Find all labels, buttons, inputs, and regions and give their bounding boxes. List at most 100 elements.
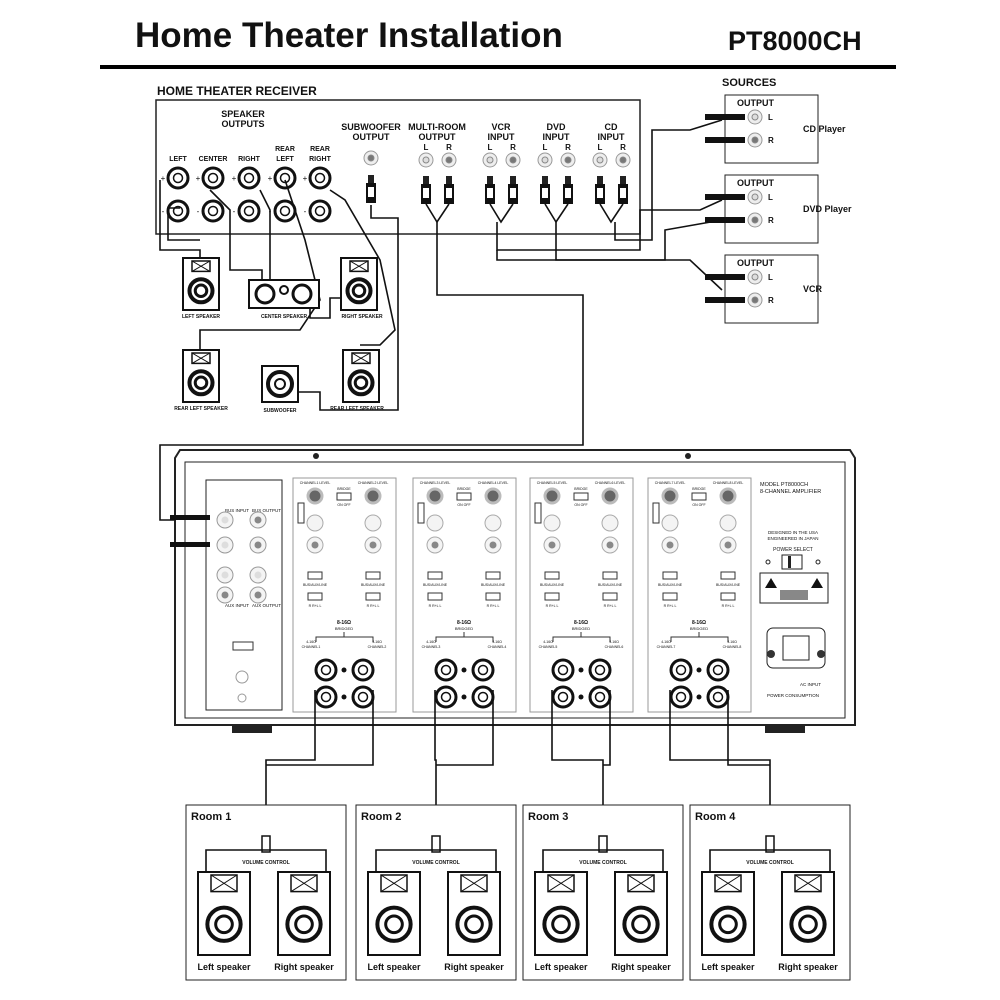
speaker-channel-label: RIGHT xyxy=(238,156,261,163)
plug-r xyxy=(508,176,518,204)
level-knob[interactable] xyxy=(719,487,737,505)
receiver-jack-l-2[interactable] xyxy=(537,152,553,168)
amp-rca-jack-4[interactable] xyxy=(216,566,234,584)
speaker-output-minus-2[interactable] xyxy=(237,199,261,223)
speaker-output-minus-0[interactable] xyxy=(166,199,190,223)
receiver-jack-l-3[interactable] xyxy=(592,152,608,168)
speaker-output-plus-2[interactable] xyxy=(237,166,261,190)
level-knob[interactable] xyxy=(601,487,619,505)
source-jack-r[interactable] xyxy=(747,212,763,228)
speaker-output-plus-3[interactable] xyxy=(273,166,297,190)
source-plug xyxy=(705,297,745,303)
left-speaker-room xyxy=(197,871,251,956)
speaker-post[interactable] xyxy=(706,658,730,682)
bus-aux-line-label: BUS/AUX/LINE xyxy=(716,583,741,587)
speaker-post[interactable] xyxy=(669,658,693,682)
rml-switch[interactable] xyxy=(544,592,560,601)
input-select-switch[interactable] xyxy=(544,571,560,580)
subwoofer-output-jack[interactable] xyxy=(363,150,379,166)
input-select-switch[interactable] xyxy=(662,571,678,580)
power-select-switch[interactable] xyxy=(781,554,803,570)
amp-rca-jack-6[interactable] xyxy=(216,586,234,604)
input-select-switch[interactable] xyxy=(485,571,501,580)
rml-switch[interactable] xyxy=(602,592,618,601)
speaker-output-minus-3[interactable] xyxy=(273,199,297,223)
amp-rca-jack-7[interactable] xyxy=(249,586,267,604)
speaker-post[interactable] xyxy=(314,685,338,709)
trigger-jack[interactable] xyxy=(235,670,249,684)
rml-switch[interactable] xyxy=(662,592,678,601)
speaker-post[interactable] xyxy=(314,658,338,682)
volume-control-icon[interactable] xyxy=(431,835,441,853)
bridge-switch[interactable] xyxy=(573,492,589,501)
speaker-post[interactable] xyxy=(351,685,375,709)
input-select-switch[interactable] xyxy=(427,571,443,580)
receiver-jack-r-2[interactable] xyxy=(560,152,576,168)
rca-ring[interactable] xyxy=(543,514,561,532)
level-knob[interactable] xyxy=(543,487,561,505)
speaker-post[interactable] xyxy=(588,685,612,709)
input-select-switch[interactable] xyxy=(307,571,323,580)
speaker-output-minus-1[interactable] xyxy=(201,199,225,223)
level-knob[interactable] xyxy=(426,487,444,505)
level-knob[interactable] xyxy=(306,487,324,505)
speaker-post[interactable] xyxy=(434,685,458,709)
volume-control-icon[interactable] xyxy=(598,835,608,853)
source-jack-r[interactable] xyxy=(747,292,763,308)
source-jack-l[interactable] xyxy=(747,189,763,205)
speaker-output-plus-1[interactable] xyxy=(201,166,225,190)
tweeter-cross xyxy=(714,874,742,893)
rml-switch[interactable] xyxy=(427,592,443,601)
speaker-output-plus-0[interactable] xyxy=(166,166,190,190)
rca-ring[interactable] xyxy=(719,514,737,532)
speaker-post[interactable] xyxy=(551,685,575,709)
rml-switch[interactable] xyxy=(720,592,736,601)
level-knob[interactable] xyxy=(484,487,502,505)
receiver-jack-l-0[interactable] xyxy=(418,152,434,168)
rca-ring[interactable] xyxy=(364,514,382,532)
receiver-jack-r-3[interactable] xyxy=(615,152,631,168)
receiver-jack-r-0[interactable] xyxy=(441,152,457,168)
source-jack-l[interactable] xyxy=(747,109,763,125)
rca-ring[interactable] xyxy=(661,514,679,532)
speaker-post[interactable] xyxy=(706,685,730,709)
amp-rca-jack-1[interactable] xyxy=(249,511,267,529)
speaker-post[interactable] xyxy=(351,658,375,682)
bridge-switch[interactable] xyxy=(336,492,352,501)
amp-rca-jack-5[interactable] xyxy=(249,566,267,584)
control-jack[interactable] xyxy=(237,693,247,703)
amp-rca-jack-3[interactable] xyxy=(249,536,267,554)
source-jack-l[interactable] xyxy=(747,269,763,285)
bridge-switch[interactable] xyxy=(456,492,472,501)
rca-ring[interactable] xyxy=(306,514,324,532)
rca-center xyxy=(367,154,375,162)
speaker-output-plus-4[interactable] xyxy=(308,166,332,190)
rca-ring[interactable] xyxy=(426,514,444,532)
amp-rca-jack-2[interactable] xyxy=(216,536,234,554)
rml-switch[interactable] xyxy=(365,592,381,601)
speaker-post[interactable] xyxy=(588,658,612,682)
source-jack-r[interactable] xyxy=(747,132,763,148)
rml-switch[interactable] xyxy=(485,592,501,601)
input-select-switch[interactable] xyxy=(365,571,381,580)
level-knob[interactable] xyxy=(661,487,679,505)
mode-switch[interactable] xyxy=(232,641,254,651)
speaker-post[interactable] xyxy=(551,658,575,682)
rca-ring[interactable] xyxy=(601,514,619,532)
speaker-post[interactable] xyxy=(669,685,693,709)
speaker-output-minus-4[interactable] xyxy=(308,199,332,223)
speaker-post[interactable] xyxy=(434,658,458,682)
speaker-post[interactable] xyxy=(471,685,495,709)
volume-control-icon[interactable] xyxy=(261,835,271,853)
level-knob[interactable] xyxy=(364,487,382,505)
amp-rca-jack-0[interactable] xyxy=(216,511,234,529)
speaker-post[interactable] xyxy=(471,658,495,682)
receiver-jack-r-1[interactable] xyxy=(505,152,521,168)
input-select-switch[interactable] xyxy=(720,571,736,580)
volume-control-icon[interactable] xyxy=(765,835,775,853)
receiver-jack-l-1[interactable] xyxy=(482,152,498,168)
input-select-switch[interactable] xyxy=(602,571,618,580)
bridge-switch[interactable] xyxy=(691,492,707,501)
rml-switch[interactable] xyxy=(307,592,323,601)
rca-ring[interactable] xyxy=(484,514,502,532)
